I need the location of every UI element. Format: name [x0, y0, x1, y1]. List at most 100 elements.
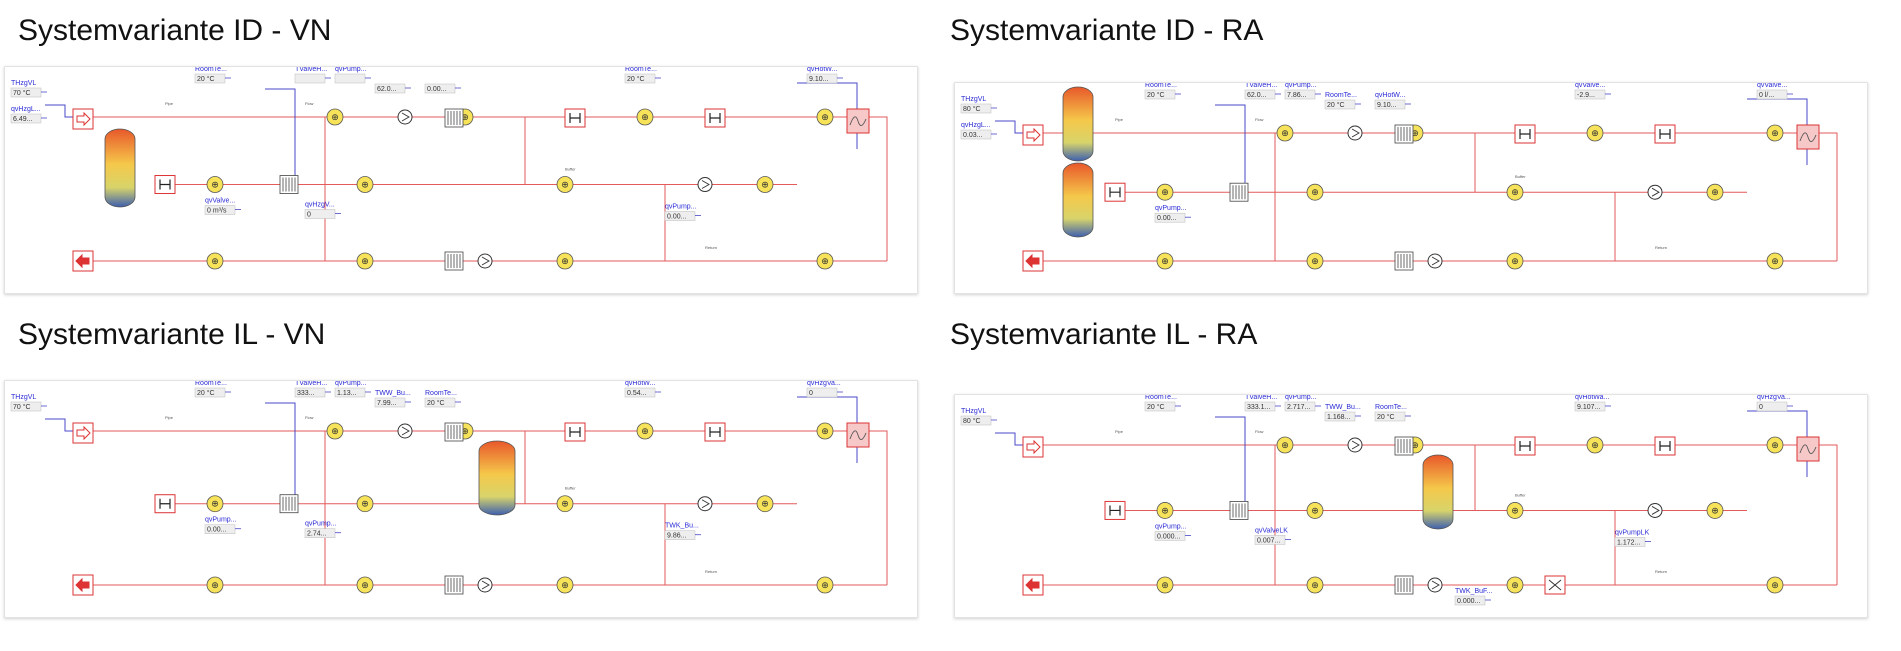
temperature-sensor[interactable]: ⊕	[1506, 502, 1524, 519]
temperature-sensor[interactable]: ⊕	[636, 422, 654, 440]
parameter-value-box[interactable]	[10, 113, 42, 124]
pump-icon[interactable]	[697, 177, 713, 193]
temperature-sensor[interactable]: ⊕	[556, 176, 574, 193]
temperature-sensor[interactable]: ⊕	[1706, 502, 1724, 519]
temperature-sensor[interactable]: ⊕	[816, 252, 834, 270]
temperature-sensor[interactable]: ⊕	[1766, 576, 1784, 594]
pump-icon[interactable]	[477, 577, 493, 593]
parameter-value-box[interactable]	[194, 73, 226, 84]
parameter-value-box[interactable]	[960, 103, 992, 114]
storage-tank[interactable]	[1062, 86, 1094, 162]
pump-icon[interactable]	[1647, 184, 1663, 200]
temperature-sensor[interactable]: ⊕	[1766, 124, 1784, 142]
temperature-sensor[interactable]: ⊕	[556, 252, 574, 270]
parameter-value-box[interactable]	[806, 73, 838, 84]
parameter-value-box[interactable]	[1144, 401, 1176, 412]
temperature-sensor[interactable]: ⊕	[756, 176, 774, 193]
temperature-sensor[interactable]: ⊕	[556, 495, 574, 513]
temperature-sensor[interactable]: ⊕	[206, 176, 224, 193]
pump-icon[interactable]	[397, 423, 413, 439]
pump-icon[interactable]	[1647, 502, 1663, 518]
parameter-value-box[interactable]	[10, 87, 42, 98]
parameter-value-box[interactable]	[294, 73, 326, 84]
temperature-sensor[interactable]: ⊕	[1586, 124, 1604, 142]
parameter-value-box[interactable]	[1374, 99, 1406, 110]
temperature-sensor[interactable]: ⊕	[1306, 183, 1324, 201]
parameter-value-box[interactable]	[424, 397, 456, 408]
temperature-sensor[interactable]: ⊕	[1706, 183, 1724, 201]
parameter-value-box[interactable]	[10, 401, 42, 412]
temperature-sensor[interactable]: ⊕	[1306, 502, 1324, 519]
parameter-value-box[interactable]	[1614, 537, 1646, 547]
parameter-value-box[interactable]	[1324, 411, 1356, 422]
parameter-value-box[interactable]	[334, 387, 366, 398]
pump-icon[interactable]	[397, 109, 413, 125]
temperature-sensor[interactable]: ⊕	[636, 108, 654, 126]
temperature-sensor[interactable]: ⊕	[1276, 124, 1294, 142]
parameter-value-box[interactable]	[1154, 531, 1186, 541]
parameter-value-box[interactable]	[1454, 595, 1486, 606]
pump-icon[interactable]	[1347, 125, 1363, 141]
parameter-value-box[interactable]	[304, 528, 336, 538]
parameter-value-box[interactable]	[806, 387, 838, 398]
parameter-value-box[interactable]	[1574, 401, 1606, 412]
parameter-value-box[interactable]	[374, 83, 406, 94]
parameter-value-box[interactable]	[1756, 401, 1788, 412]
parameter-value-box[interactable]	[304, 209, 336, 219]
temperature-sensor[interactable]: ⊕	[206, 495, 224, 513]
parameter-value-box[interactable]	[1324, 99, 1356, 110]
storage-tank[interactable]	[478, 440, 516, 516]
parameter-value-box[interactable]	[294, 387, 326, 398]
pump-icon[interactable]	[697, 496, 713, 512]
temperature-sensor[interactable]: ⊕	[1506, 183, 1524, 201]
temperature-sensor[interactable]: ⊕	[206, 252, 224, 270]
temperature-sensor[interactable]: ⊕	[1306, 576, 1324, 594]
parameter-value-box[interactable]	[960, 129, 992, 140]
parameter-value-box[interactable]	[1244, 401, 1276, 412]
temperature-sensor[interactable]: ⊕	[356, 252, 374, 270]
temperature-sensor[interactable]: ⊕	[1586, 436, 1604, 454]
storage-tank[interactable]	[104, 128, 136, 208]
parameter-value-box[interactable]	[204, 205, 236, 215]
parameter-value-box[interactable]	[1284, 89, 1316, 100]
parameter-value-box[interactable]	[424, 83, 456, 94]
parameter-value-box[interactable]	[1154, 212, 1186, 223]
temperature-sensor[interactable]: ⊕	[1276, 436, 1294, 454]
parameter-value-box[interactable]	[664, 530, 696, 540]
pump-icon[interactable]	[477, 253, 493, 269]
temperature-sensor[interactable]: ⊕	[1156, 576, 1174, 594]
temperature-sensor[interactable]: ⊕	[816, 108, 834, 126]
temperature-sensor[interactable]: ⊕	[356, 576, 374, 594]
pump-icon[interactable]	[1347, 437, 1363, 453]
parameter-value-box[interactable]	[334, 73, 366, 84]
storage-tank[interactable]	[1062, 162, 1094, 238]
pump-icon[interactable]	[1427, 577, 1443, 593]
temperature-sensor[interactable]: ⊕	[756, 495, 774, 513]
pump-icon[interactable]	[1427, 253, 1443, 269]
temperature-sensor[interactable]: ⊕	[1156, 183, 1174, 201]
parameter-value-box[interactable]	[624, 387, 656, 398]
parameter-value-box[interactable]	[1244, 89, 1276, 100]
temperature-sensor[interactable]: ⊕	[1156, 252, 1174, 270]
temperature-sensor[interactable]: ⊕	[1766, 252, 1784, 270]
storage-tank[interactable]	[1422, 454, 1454, 530]
parameter-value-box[interactable]	[1254, 535, 1286, 545]
temperature-sensor[interactable]: ⊕	[816, 576, 834, 594]
temperature-sensor[interactable]: ⊕	[1506, 252, 1524, 270]
parameter-value-box[interactable]	[204, 524, 236, 534]
temperature-sensor[interactable]: ⊕	[356, 495, 374, 513]
parameter-value-box[interactable]	[374, 397, 406, 408]
parameter-value-box[interactable]	[664, 211, 696, 221]
parameter-value-box[interactable]	[960, 415, 992, 426]
temperature-sensor[interactable]: ⊕	[1306, 252, 1324, 270]
parameter-value-box[interactable]	[1756, 89, 1788, 100]
parameter-value-box[interactable]	[624, 73, 656, 84]
temperature-sensor[interactable]: ⊕	[1506, 576, 1524, 594]
temperature-sensor[interactable]: ⊕	[356, 176, 374, 193]
